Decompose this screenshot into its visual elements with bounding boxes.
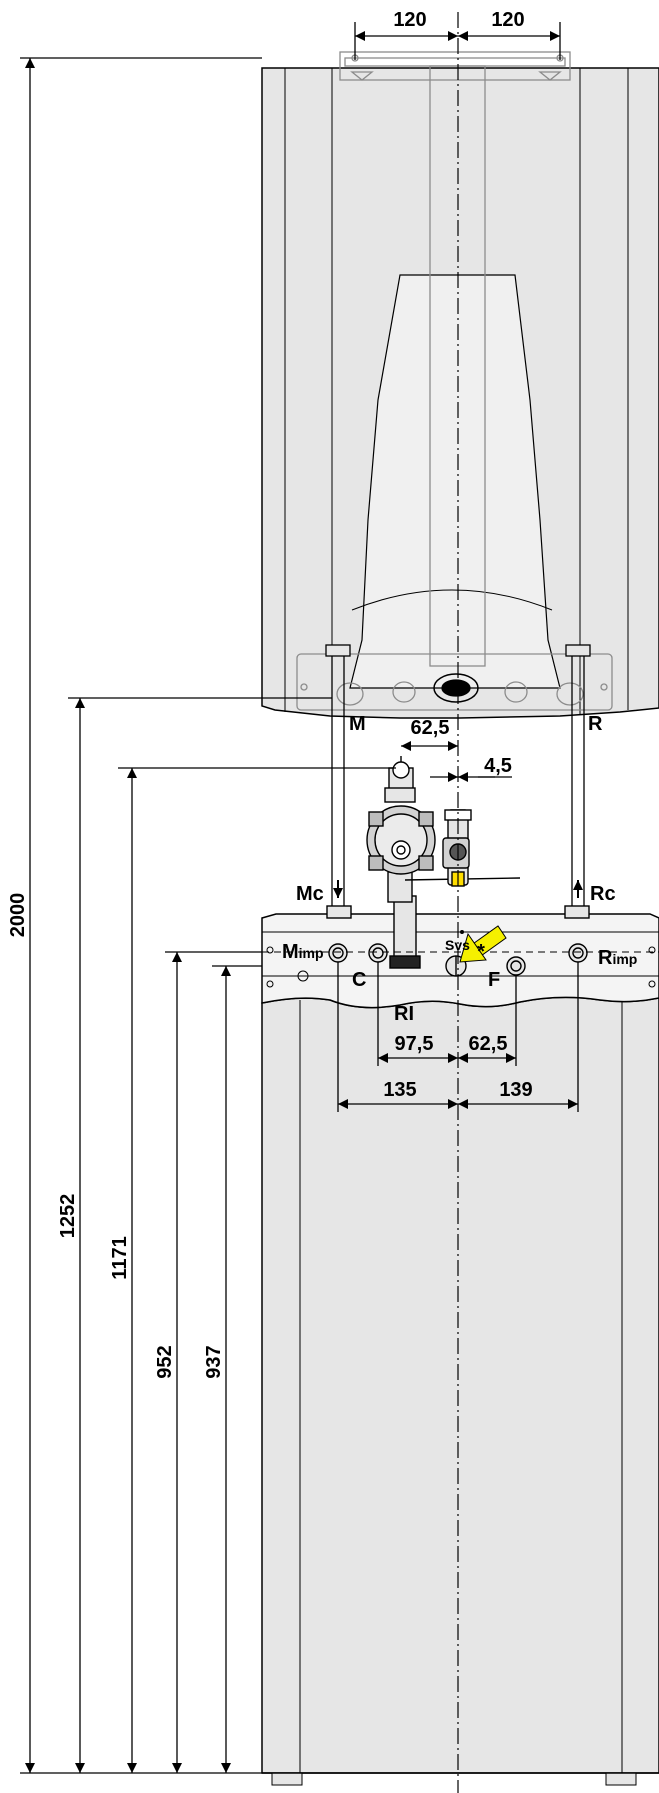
- dim-pump-inlet-height: 1171: [109, 1236, 131, 1279]
- label-r-imp: Rimp: [598, 947, 637, 969]
- pump-group: [384, 756, 521, 969]
- label-m-imp: Mimp: [282, 941, 324, 963]
- label-ri: RI: [394, 1003, 414, 1025]
- dimension-labels: 120 120 2000 1252 1171 952 937 62,5 4,5 …: [7, 9, 533, 1379]
- dim-left-inner: 97,5: [395, 1033, 434, 1055]
- tank-body: [261, 996, 659, 1774]
- dim-pump-offset: 62,5: [411, 717, 450, 739]
- dim-total-height: 2000: [7, 893, 29, 938]
- label-mc: Mc: [296, 883, 324, 905]
- valve-icon: [442, 809, 472, 887]
- label-r: R: [588, 713, 603, 735]
- boiler-pipes: [325, 644, 591, 925]
- boiler-front-cover: [349, 274, 561, 689]
- label-rc: Rc: [590, 883, 616, 905]
- dim-left-outer: 135: [383, 1079, 416, 1101]
- dim-lower-connections-height: 937: [203, 1345, 225, 1378]
- dim-top-right: 120: [491, 9, 524, 31]
- dim-valve-offset: 4,5: [484, 755, 512, 777]
- connection-labels: M R Mc Rc Mimp Rimp Svs C F RI: [282, 713, 637, 1025]
- label-m: M: [349, 713, 366, 735]
- dim-boiler-bottom-height: 1252: [57, 1194, 79, 1239]
- dim-upper-connections-height: 952: [154, 1345, 176, 1378]
- boiler-unit: [261, 51, 659, 719]
- svg-text:*: *: [477, 941, 485, 963]
- dimension-lines: [20, 22, 579, 1774]
- label-c: C: [352, 969, 366, 991]
- label-svs: Svs: [445, 937, 470, 953]
- pump-icon: [366, 805, 436, 875]
- dim-top-left: 120: [393, 9, 426, 31]
- label-f: F: [488, 969, 500, 991]
- dim-right-outer: 139: [499, 1079, 532, 1101]
- arrow-marker-icon: *: [459, 925, 507, 963]
- storage-tank: [261, 913, 659, 1786]
- dim-right-inner: 62,5: [469, 1033, 508, 1055]
- tank-connections: [326, 905, 590, 977]
- hydraulic-plate: [296, 653, 613, 711]
